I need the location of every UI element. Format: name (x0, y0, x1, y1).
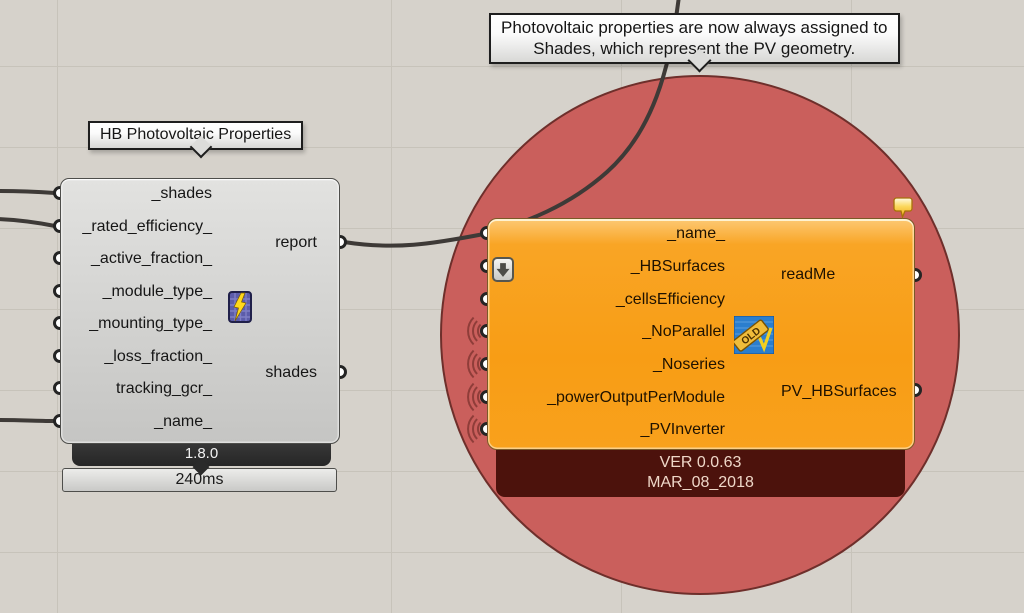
down-arrow-icon (496, 262, 510, 277)
input-label[interactable]: _name_ (154, 413, 212, 430)
wire-report-to-legacy[interactable] (342, 232, 486, 248)
legacy-pv-component[interactable]: _name_ _HBSurfaces _cellsEfficiency _NoP… (487, 218, 915, 450)
input-label[interactable]: _cellsEfficiency (615, 291, 725, 308)
note-tooltip-line1: Photovoltaic properties are now always a… (501, 18, 888, 37)
input-label[interactable]: _mounting_type_ (89, 315, 212, 332)
pv-panel-lightning-icon[interactable] (228, 291, 252, 323)
wire-rated-efficiency-in[interactable] (0, 217, 57, 228)
legacy-version-bar: VER 0.0.63 MAR_08_2018 (496, 448, 905, 497)
input-label[interactable]: _Noseries (652, 356, 725, 373)
input-label[interactable]: _loss_fraction_ (104, 348, 212, 365)
input-label[interactable]: _active_fraction_ (91, 250, 212, 267)
input-label[interactable]: _name_ (667, 225, 725, 242)
input-label[interactable]: _powerOutputPerModule (547, 389, 725, 406)
output-label[interactable]: PV_HBSurfaces (781, 383, 897, 400)
output-label[interactable]: report (275, 234, 317, 251)
input-label[interactable]: _module_type_ (102, 283, 212, 300)
input-label[interactable]: _rated_efficiency_ (82, 218, 212, 235)
output-label[interactable]: readMe (781, 266, 836, 283)
input-label[interactable]: _NoParallel (642, 323, 725, 340)
output-label[interactable]: shades (265, 364, 317, 381)
legacy-version-line2: MAR_08_2018 (647, 474, 754, 491)
down-arrow-button[interactable] (492, 257, 514, 282)
old-version-badge-icon[interactable]: OLD (734, 316, 774, 354)
input-label[interactable]: tracking_gcr_ (115, 380, 212, 397)
wire-name-in[interactable] (0, 418, 57, 423)
wireless-port-arcs (467, 316, 482, 444)
note-tooltip-line2: Shades, which represent the PV geometry. (533, 39, 856, 58)
input-label[interactable]: _PVInverter (640, 421, 725, 438)
hb-photovoltaic-properties-component[interactable]: _shades _rated_efficiency_ _active_fract… (60, 178, 340, 444)
balloon-marker-icon[interactable] (893, 197, 914, 220)
input-label[interactable]: _shades (151, 185, 213, 202)
input-label[interactable]: _HBSurfaces (630, 258, 725, 275)
legacy-version-line1: VER 0.0.63 (659, 454, 742, 471)
component-name-label: HB Photovoltaic Properties (100, 126, 292, 143)
component-name-tooltip: HB Photovoltaic Properties (88, 121, 304, 150)
wire-shades-in[interactable] (0, 189, 57, 195)
